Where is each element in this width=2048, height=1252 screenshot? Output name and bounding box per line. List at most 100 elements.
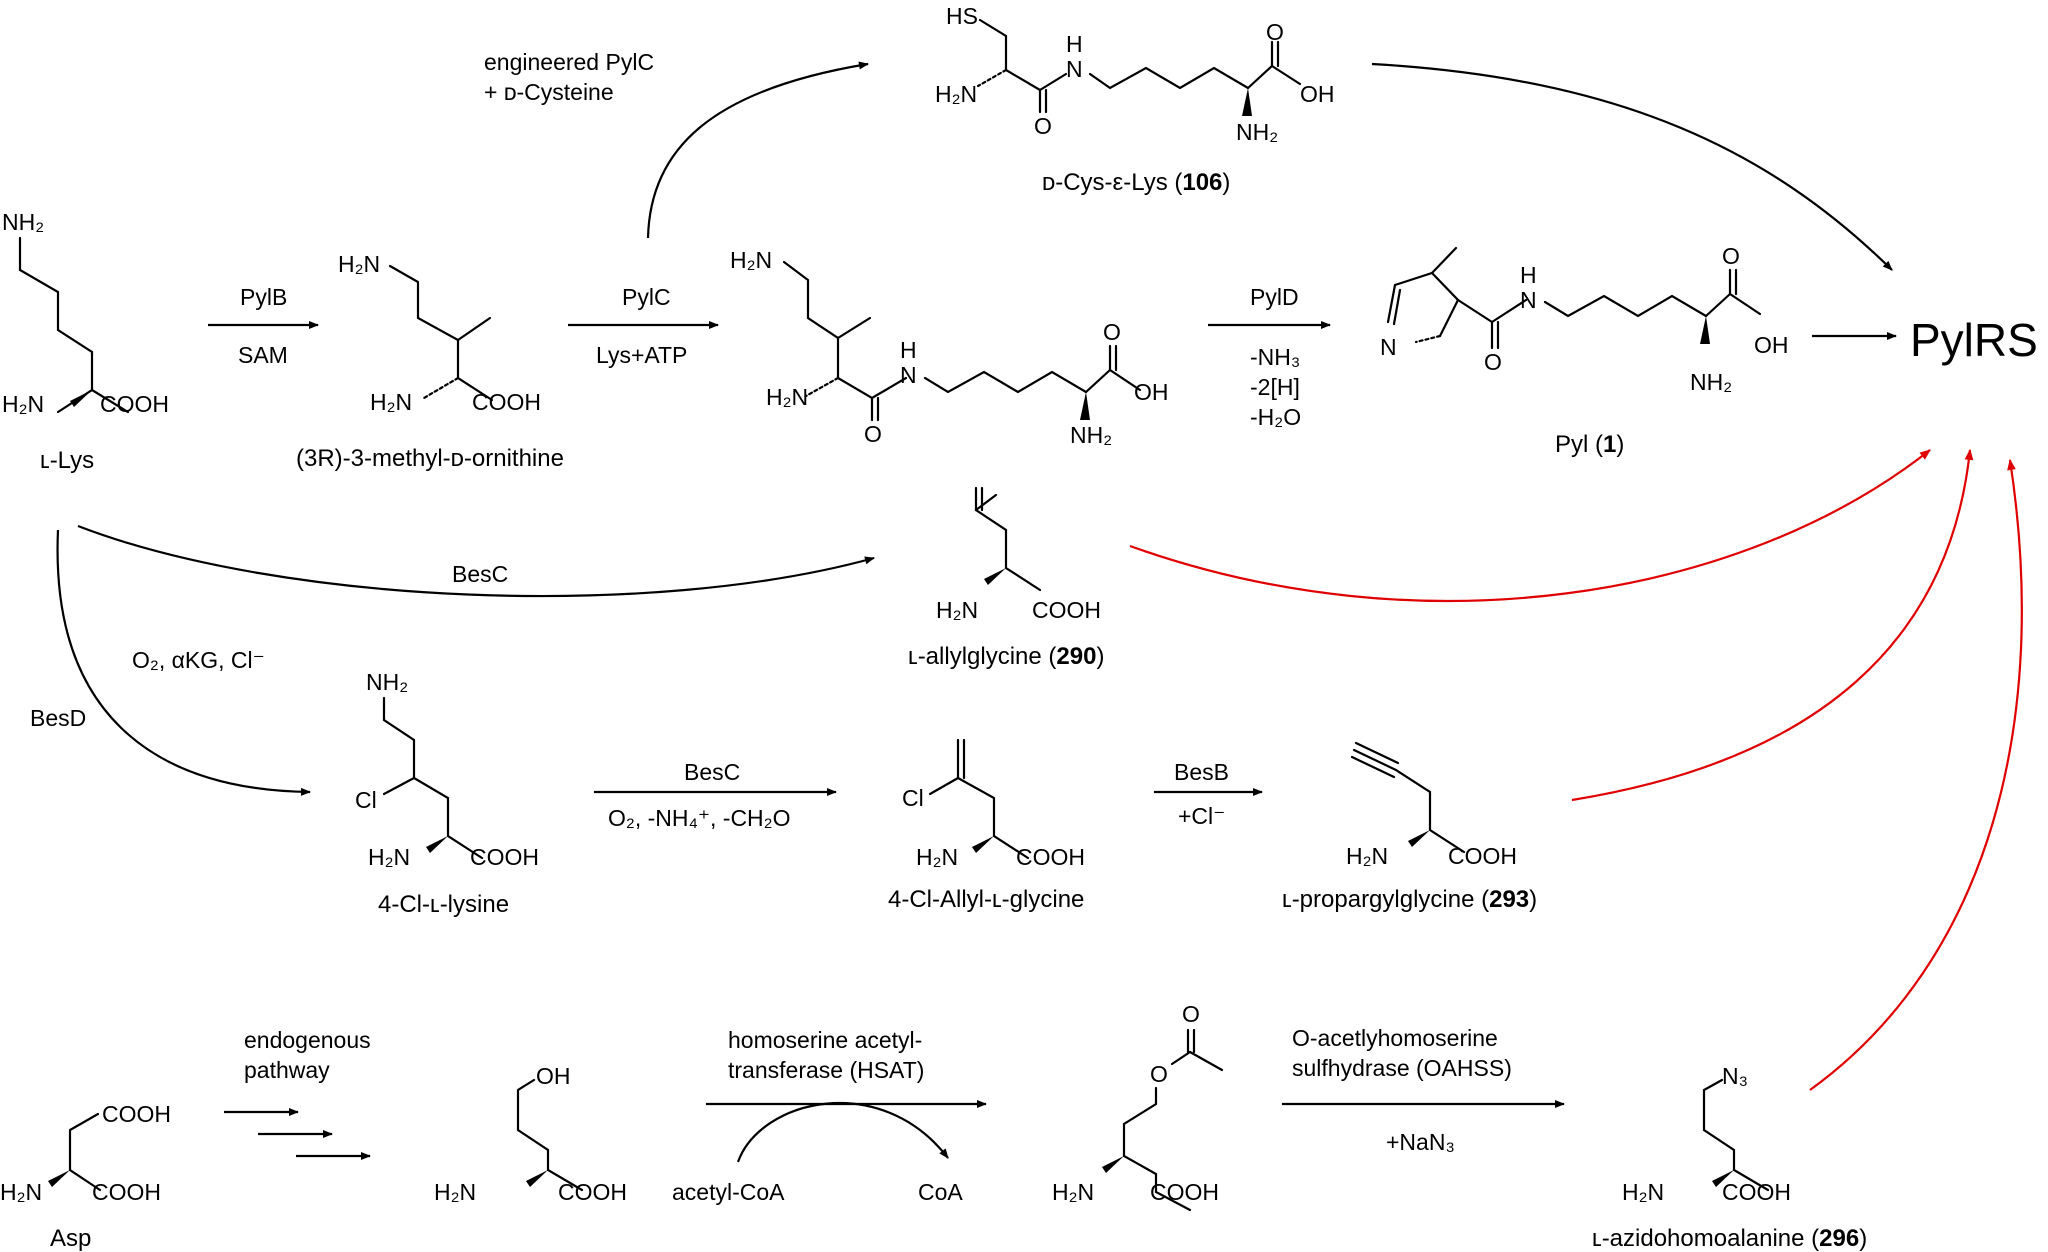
dcys-oh: OH — [1300, 81, 1335, 107]
pyl-ring-n: N — [1380, 334, 1397, 360]
dcys-to-pylrs-arrow — [1371, 62, 1893, 271]
reaction-pylc: PylC Lys+ATP — [568, 284, 719, 368]
reaction-pylb: PylB SAM — [208, 284, 319, 368]
compound-azidohomoalanine: N₃ H₂N COOH ʟ-azidohomoalanine (296) — [1592, 1063, 1867, 1252]
pylc-cofactor: Lys+ATP — [596, 342, 687, 368]
besc-mid-cond: O₂, -NH₄⁺, -CH₂O — [608, 805, 790, 831]
compound-l-lys: NH₂ H₂N COOH ʟ-Lys — [2, 209, 169, 474]
acetylhs-cooh: COOH — [1150, 1179, 1219, 1205]
reaction-hsat: homoserine acetyl- transferase (HSAT) ac… — [672, 1027, 987, 1205]
clallyl-name: 4-Cl-Allyl-ʟ-glycine — [888, 886, 1084, 913]
compound-acetylhomoserine: O O H₂N COOH — [1052, 1001, 1224, 1212]
dcys-nh2: NH₂ — [1236, 119, 1278, 145]
dipeptide-nh2: NH₂ — [1070, 422, 1112, 448]
asp-name: Asp — [50, 1225, 91, 1252]
pyl-name: Pyl (1) — [1555, 431, 1624, 458]
acetylhs-ester-o: O — [1150, 1061, 1168, 1087]
compound-propargylglycine: H₂N COOH ʟ-propargylglycine (293) — [1282, 741, 1537, 913]
azido-h2n: H₂N — [1622, 1179, 1664, 1205]
homoser-oh: OH — [536, 1063, 571, 1089]
allylgly-name: ʟ-allylglycine (290) — [908, 643, 1104, 670]
pyl-amide-o: O — [1484, 349, 1502, 375]
asp-cooh: COOH — [92, 1179, 161, 1205]
compound-homoserine: OH H₂N COOH — [434, 1063, 627, 1205]
oahss-line1: O-acetlyhomoserine — [1292, 1025, 1498, 1051]
compound-allylglycine: H₂N COOH ʟ-allylglycine (290) — [908, 486, 1104, 670]
clallyl-h2n: H₂N — [916, 844, 958, 870]
pyld-cond2: -2[H] — [1250, 374, 1300, 400]
l-lys-nh2-label: NH₂ — [2, 209, 44, 235]
pyl-nh-h: H — [1520, 262, 1537, 288]
homoser-h2n: H₂N — [434, 1179, 476, 1205]
acetylhs-h2n: H₂N — [1052, 1179, 1094, 1205]
besc-top-enzyme: BesC — [452, 561, 508, 587]
clys-cl: Cl — [355, 787, 377, 813]
reaction-endogenous: endogenous pathway — [224, 1027, 371, 1160]
pylb-cofactor: SAM — [238, 342, 288, 368]
dipeptide-h2n-top: H₂N — [730, 247, 772, 273]
allylgly-to-pylrs-arrow — [1129, 449, 1931, 603]
clys-name: 4-Cl-ʟ-lysine — [378, 891, 509, 918]
pylb-enzyme: PylB — [240, 284, 287, 310]
besb-cond: +Cl⁻ — [1178, 803, 1225, 829]
oahss-cond: +NaN₃ — [1386, 1129, 1455, 1155]
engineered-line2: + ᴅ-Cysteine — [484, 79, 614, 105]
azido-cooh: COOH — [1722, 1179, 1791, 1205]
compound-pyl: N O H N O OH NH₂ Pyl (1) — [1380, 243, 1789, 458]
reaction-pyld: PylD -NH₃ -2[H] -H₂O — [1208, 284, 1331, 430]
dcys-name: ᴅ-Cys-ε-Lys (106) — [1042, 169, 1230, 196]
clys-h2n: H₂N — [368, 844, 410, 870]
reaction-besb: BesB +Cl⁻ — [1154, 759, 1263, 829]
reaction-besc-top: BesC — [77, 524, 875, 598]
clallyl-cooh: COOH — [1016, 844, 1085, 870]
azido-to-pylrs-arrow — [1809, 458, 2023, 1091]
dcys-hs: HS — [946, 3, 978, 29]
pyl-nh2: NH₂ — [1690, 369, 1732, 395]
clys-nh2: NH₂ — [366, 669, 408, 695]
clys-cooh: COOH — [470, 844, 539, 870]
hsat-cosub-out: CoA — [918, 1179, 963, 1205]
endogenous-line1: endogenous — [244, 1027, 371, 1053]
allylgly-h2n: H₂N — [936, 597, 978, 623]
besb-enzyme: BesB — [1174, 759, 1229, 785]
asp-h2n: H₂N — [0, 1179, 42, 1205]
reaction-besd: O₂, αKG, Cl⁻ BesD — [30, 529, 311, 796]
besc-mid-enzyme: BesC — [684, 759, 740, 785]
endogenous-line2: pathway — [244, 1057, 330, 1083]
dipeptide-acid-o: O — [1103, 319, 1121, 345]
compound-dcys-lys: HS H₂N O H N O OH NH₂ ᴅ-Cys-ε-Lys (106) — [935, 3, 1335, 196]
dcys-nh-h: H — [1066, 31, 1083, 57]
pyld-cond1: -NH₃ — [1250, 344, 1300, 370]
oahss-line2: sulfhydrase (OAHSS) — [1292, 1055, 1512, 1081]
hsat-cosub-in: acetyl-CoA — [672, 1179, 785, 1205]
acetylhs-carbonyl-o: O — [1182, 1001, 1200, 1027]
propargyl-h2n: H₂N — [1346, 843, 1388, 869]
compound-dipeptide: H₂N H₂N O H N O OH NH₂ — [730, 247, 1169, 448]
dipeptide-nh-h: H — [900, 337, 917, 363]
pyld-cond3: -H₂O — [1250, 404, 1301, 430]
dcys-nh-n: N — [1066, 56, 1083, 82]
dcys-h2n: H₂N — [935, 81, 977, 107]
pyl-oh: OH — [1754, 332, 1789, 358]
compound-cl-allylglycine: Cl H₂N COOH 4-Cl-Allyl-ʟ-glycine — [888, 738, 1085, 913]
propargyl-name: ʟ-propargylglycine (293) — [1282, 886, 1537, 913]
dipeptide-nh-n: N — [900, 362, 917, 388]
l-lys-name: ʟ-Lys — [40, 447, 94, 474]
dipeptide-h2n: H₂N — [766, 384, 808, 410]
compound-methylornithine: H₂N H₂N COOH (3R)-3-methyl-ᴅ-ornithine — [296, 251, 564, 472]
azido-name: ʟ-azidohomoalanine (296) — [1592, 1225, 1867, 1252]
compound-cl-lysine: NH₂ Cl H₂N COOH 4-Cl-ʟ-lysine — [355, 669, 539, 918]
l-lys-h2n-label: H₂N — [2, 391, 44, 417]
pyld-enzyme: PylD — [1250, 284, 1299, 310]
clallyl-cl: Cl — [902, 785, 924, 811]
dipeptide-amide-o: O — [864, 421, 882, 447]
dcys-acid-o: O — [1266, 19, 1284, 45]
dipeptide-oh: OH — [1134, 379, 1169, 405]
besd-enzyme: BesD — [30, 705, 86, 731]
pylrs-label: PylRS — [1910, 314, 2038, 366]
l-lys-cooh-label: COOH — [100, 391, 169, 417]
reaction-engineered-pylc: engineered PylC + ᴅ-Cysteine — [484, 49, 869, 239]
dcys-amide-o: O — [1034, 113, 1052, 139]
asp-cooh-top: COOH — [102, 1101, 171, 1127]
